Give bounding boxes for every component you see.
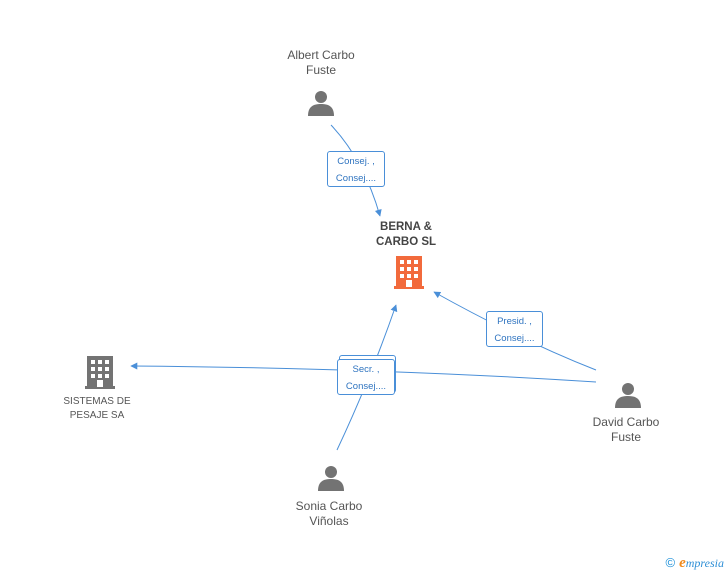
brand-logo-e: e — [679, 555, 686, 571]
node-label-albert[interactable]: Albert Carbo Fuste — [271, 48, 371, 78]
relation-role-2: Consej.... — [345, 381, 387, 392]
node-name-line2: CARBO SL — [375, 236, 437, 248]
relation-role-2: Consej.... — [335, 173, 377, 184]
node-name-line1: BERNA & — [380, 221, 432, 233]
building-icon[interactable] — [85, 356, 115, 389]
relation-albert-berna[interactable]: Consej. , Consej.... — [327, 151, 385, 187]
node-name-line1: Albert Carbo — [287, 48, 355, 62]
relation-sonia-multi[interactable]: Secr. , Consej.... — [337, 359, 395, 395]
building-icon[interactable] — [394, 256, 424, 289]
node-label-sonia[interactable]: Sonia Carbo Viñolas — [279, 499, 379, 529]
relation-role-1: Consej. , — [337, 156, 375, 167]
node-name-line2: Viñolas — [309, 514, 349, 528]
node-name-line2: Fuste — [305, 63, 336, 77]
relation-david-berna[interactable]: Presid. , Consej.... — [486, 311, 543, 347]
relation-role-1: Presid. , — [497, 316, 532, 327]
node-label-sistemas[interactable]: SISTEMAS DE PESAJE SA — [47, 395, 147, 423]
brand-logo-text: mpresia — [685, 556, 724, 570]
brand-footer[interactable]: ©empresia — [666, 555, 725, 572]
node-name-line1: David Carbo — [592, 415, 660, 429]
person-icon[interactable] — [615, 383, 641, 408]
relation-role-1: Secr. , — [352, 364, 380, 375]
relation-role-2: Consej.... — [494, 333, 535, 344]
node-name-line1: Sonia Carbo — [295, 499, 363, 513]
node-name-line2: PESAJE SA — [69, 410, 125, 421]
node-label-berna[interactable]: BERNA & CARBO SL — [356, 220, 456, 250]
person-icon[interactable] — [308, 91, 334, 116]
copyright-icon: © — [665, 555, 676, 570]
node-name-line1: SISTEMAS DE — [63, 396, 131, 407]
node-label-david[interactable]: David Carbo Fuste — [576, 415, 676, 445]
node-name-line2: Fuste — [610, 430, 641, 444]
person-icon[interactable] — [318, 466, 344, 491]
